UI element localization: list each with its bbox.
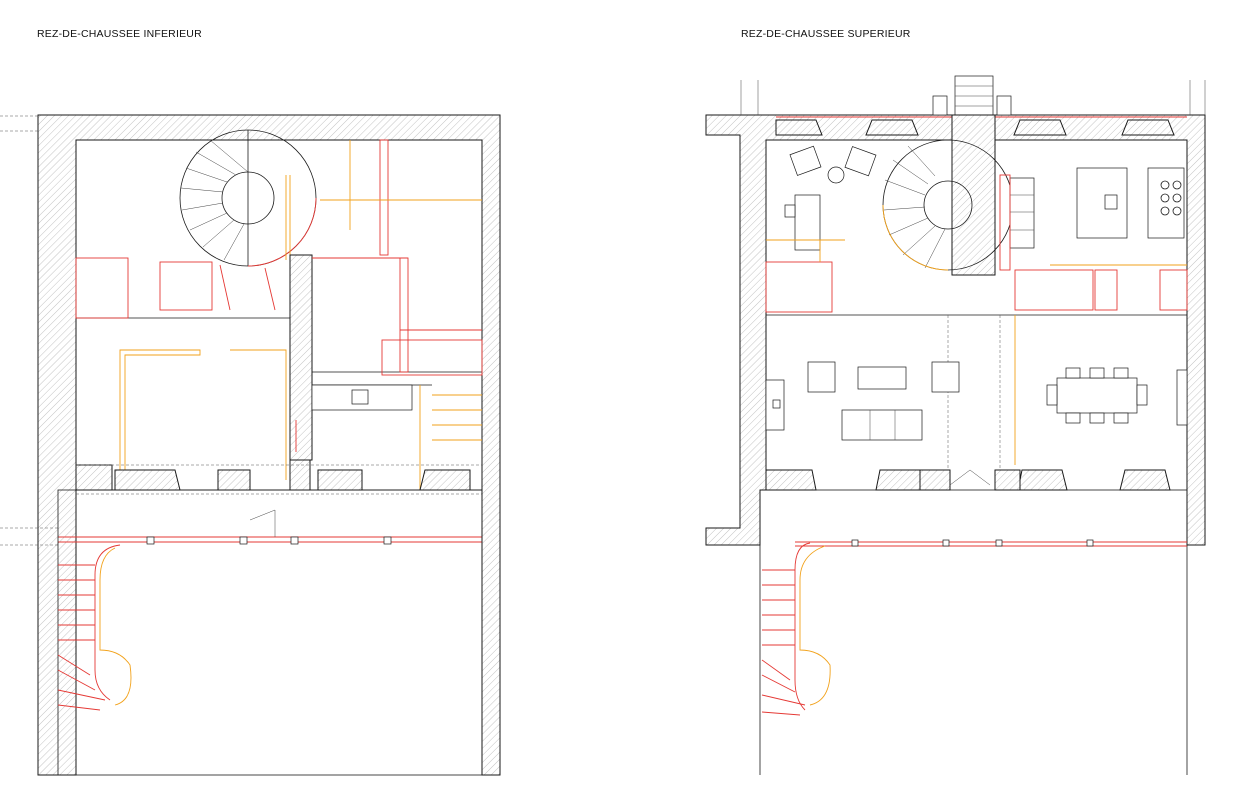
left-secondary-lines bbox=[119, 140, 482, 490]
right-terrace bbox=[759, 539, 1188, 775]
right-top-details bbox=[740, 75, 1206, 118]
left-plan-title: REZ-DE-CHAUSSEE INFERIEUR bbox=[37, 28, 202, 40]
right-bottom-window-piers bbox=[765, 469, 1171, 491]
left-floor-plan bbox=[0, 114, 501, 776]
left-terrace-walls bbox=[57, 489, 483, 776]
left-exterior-staircase bbox=[57, 544, 132, 711]
right-exterior-walls bbox=[705, 114, 1206, 546]
left-interior-walls bbox=[75, 139, 483, 491]
left-reference-lines bbox=[0, 115, 58, 546]
left-exterior-walls bbox=[37, 114, 501, 776]
left-spiral-staircase bbox=[179, 129, 317, 267]
right-floor-plan bbox=[705, 75, 1206, 775]
left-kitchen-counter bbox=[311, 384, 413, 411]
right-top-window-piers bbox=[775, 119, 1175, 136]
right-spiral-staircase bbox=[882, 139, 1014, 271]
right-kitchen bbox=[999, 167, 1188, 311]
right-study-furniture bbox=[765, 145, 877, 313]
left-window-wall bbox=[75, 464, 482, 495]
right-dining-room bbox=[1014, 315, 1188, 465]
right-plan-title: REZ-DE-CHAUSSEE SUPERIEUR bbox=[741, 28, 911, 40]
right-living-room bbox=[765, 361, 960, 441]
left-new-partitions bbox=[58, 139, 483, 543]
right-interior-walls bbox=[765, 114, 1188, 491]
